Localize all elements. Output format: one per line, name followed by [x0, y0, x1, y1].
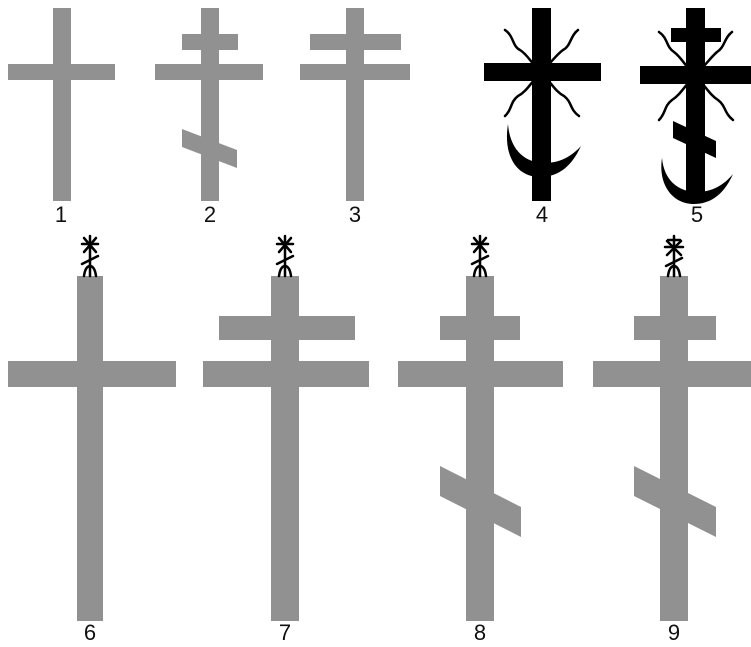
label-8: 8 [474, 622, 486, 644]
label-2: 2 [204, 204, 216, 226]
cross-7-finial [277, 236, 293, 276]
cross-5 [640, 8, 751, 204]
label-6: 6 [84, 622, 96, 644]
label-5: 5 [691, 204, 703, 226]
label-4: 4 [536, 204, 548, 226]
cross-3 [300, 8, 410, 201]
cross-9-finial [665, 236, 683, 276]
label-9: 9 [668, 622, 680, 644]
cross-4 [484, 8, 601, 201]
label-7: 7 [279, 622, 291, 644]
label-3: 3 [349, 204, 361, 226]
cross-1 [8, 8, 115, 201]
cross-6 [8, 236, 176, 621]
cross-6-finial [82, 236, 98, 276]
cross-9 [593, 236, 751, 621]
cross-2 [155, 8, 263, 201]
cross-8 [398, 236, 563, 621]
cross-7 [203, 236, 369, 621]
cross-8-finial [472, 236, 488, 276]
label-1: 1 [55, 204, 67, 226]
